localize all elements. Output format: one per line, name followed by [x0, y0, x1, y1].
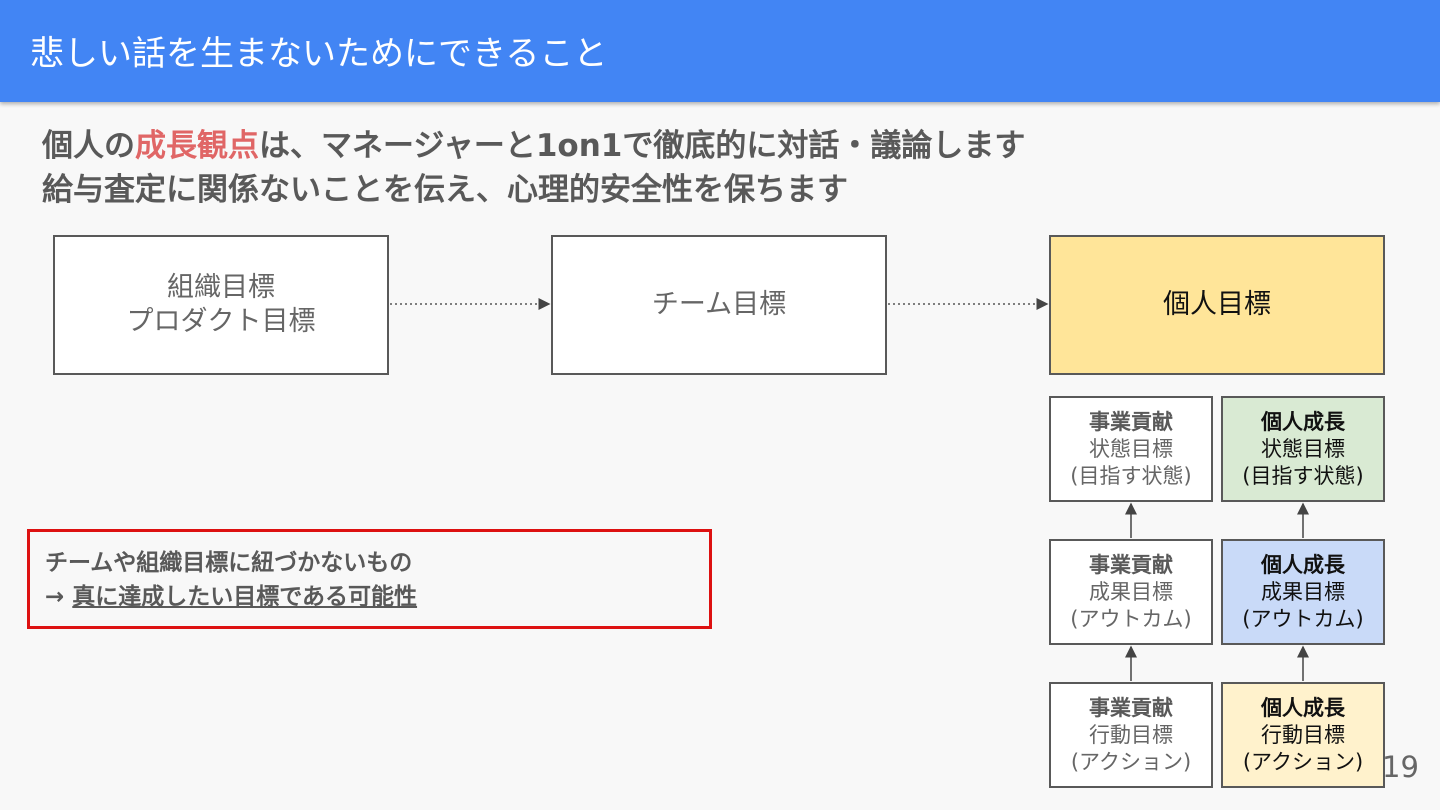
lead-line-1: 個人の成長観点は、マネージャーと1on1で徹底的に対話・議論します [42, 120, 1025, 165]
callout-box: チームや組織目標に紐づかないもの → 真に達成したい目標である可能性 [27, 529, 712, 629]
growth-action-sub: (アクション) [1242, 749, 1364, 774]
callout-line-1: チームや組織目標に紐づかないもの [45, 550, 413, 576]
business-action-goal-box: 事業貢献 行動目標 (アクション) [1049, 682, 1213, 788]
callout-text: チームや組織目標に紐づかないもの → 真に達成したい目標である可能性 [45, 546, 417, 614]
product-goal-label: プロダクト目標 [126, 306, 316, 337]
business-state-goal-box: 事業貢献 状態目標 (目指す状態) [1049, 396, 1213, 502]
growth-state-goal-box: 個人成長 状態目標 (目指す状態) [1221, 396, 1385, 502]
org-goal-label: 組織目標 [167, 272, 275, 303]
lead-line-1-end: は、マネージャーと1on1で徹底的に対話・議論します [259, 128, 1026, 164]
callout-line-2: → 真に達成したい目標である可能性 [45, 580, 417, 614]
growth-action-name: 行動目標 [1261, 722, 1345, 747]
business-state-sub: (目指す状態) [1070, 463, 1192, 488]
growth-outcome-head: 個人成長 [1261, 552, 1345, 577]
individual-goal-label: 個人目標 [1163, 289, 1271, 320]
growth-outcome-sub: (アウトカム) [1242, 606, 1364, 631]
growth-action-head: 個人成長 [1261, 695, 1345, 720]
business-action-head: 事業貢献 [1089, 695, 1173, 720]
growth-state-sub: (目指す状態) [1242, 463, 1364, 488]
growth-action-goal-box: 個人成長 行動目標 (アクション) [1221, 682, 1385, 788]
growth-state-head: 個人成長 [1261, 409, 1345, 434]
individual-goal-box: 個人目標 [1049, 235, 1385, 375]
team-goal-box: チーム目標 [551, 235, 887, 375]
org-goal-box: 組織目標 プロダクト目標 [53, 235, 389, 375]
business-outcome-sub: (アウトカム) [1070, 606, 1192, 631]
growth-outcome-goal-box: 個人成長 成果目標 (アウトカム) [1221, 539, 1385, 645]
lead-line-2: 給与査定に関係ないことを伝え、心理的安全性を保ちます [42, 172, 848, 208]
business-outcome-name: 成果目標 [1089, 579, 1173, 604]
business-action-name: 行動目標 [1089, 722, 1173, 747]
arrow-glyph: → [45, 584, 73, 610]
growth-state-name: 状態目標 [1261, 436, 1345, 461]
page-number: 19 [1382, 750, 1419, 784]
business-outcome-goal-box: 事業貢献 成果目標 (アウトカム) [1049, 539, 1213, 645]
business-outcome-head: 事業貢献 [1089, 552, 1173, 577]
business-action-sub: (アクション) [1070, 749, 1192, 774]
callout-emphasis: 真に達成したい目標である可能性 [72, 584, 418, 610]
lead-accent-text: 成長観点 [135, 128, 259, 164]
business-state-name: 状態目標 [1089, 436, 1173, 461]
slide-header: 悲しい話を生まないためにできること [0, 0, 1440, 102]
business-state-head: 事業貢献 [1089, 409, 1173, 434]
growth-outcome-name: 成果目標 [1261, 579, 1345, 604]
lead-line-1-start: 個人の [42, 128, 135, 164]
team-goal-label: チーム目標 [651, 289, 787, 320]
slide-title: 悲しい話を生まないためにできること [30, 34, 608, 74]
